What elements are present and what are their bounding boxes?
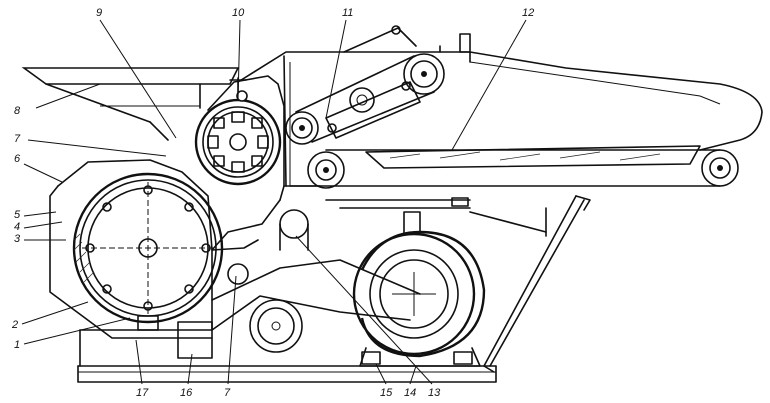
callout-13: 13 — [428, 387, 441, 399]
callout-17: 17 — [136, 387, 149, 399]
callout-10: 10 — [232, 7, 245, 19]
callout-7-lower: 7 — [224, 387, 231, 399]
callout-15: 15 — [380, 387, 393, 399]
callout-11: 11 — [342, 7, 353, 19]
feed-hopper — [21, 67, 240, 141]
callout-6: 6 — [14, 153, 21, 165]
callout-3: 3 — [14, 233, 21, 245]
crusher-rotor — [72, 172, 224, 359]
conveyor — [289, 51, 763, 209]
callout-16: 16 — [180, 387, 193, 399]
callout-12: 12 — [522, 7, 534, 19]
lower-pulley — [249, 299, 303, 353]
callouts: 8 9 10 11 12 7 6 5 4 3 2 1 17 16 7 15 14… — [11, 7, 534, 399]
drive-belt-assembly — [285, 25, 471, 145]
callout-9: 9 — [96, 7, 102, 19]
electric-motor — [352, 211, 486, 367]
callout-14: 14 — [404, 387, 416, 399]
support-strut — [469, 195, 591, 373]
callout-2: 2 — [11, 319, 18, 331]
callout-5: 5 — [14, 209, 21, 221]
leader-lines — [21, 19, 527, 385]
callout-7-upper: 7 — [14, 133, 21, 145]
callout-1: 1 — [14, 339, 20, 351]
callout-8: 8 — [14, 105, 21, 117]
callout-4: 4 — [14, 221, 20, 233]
main-housing — [49, 51, 471, 339]
